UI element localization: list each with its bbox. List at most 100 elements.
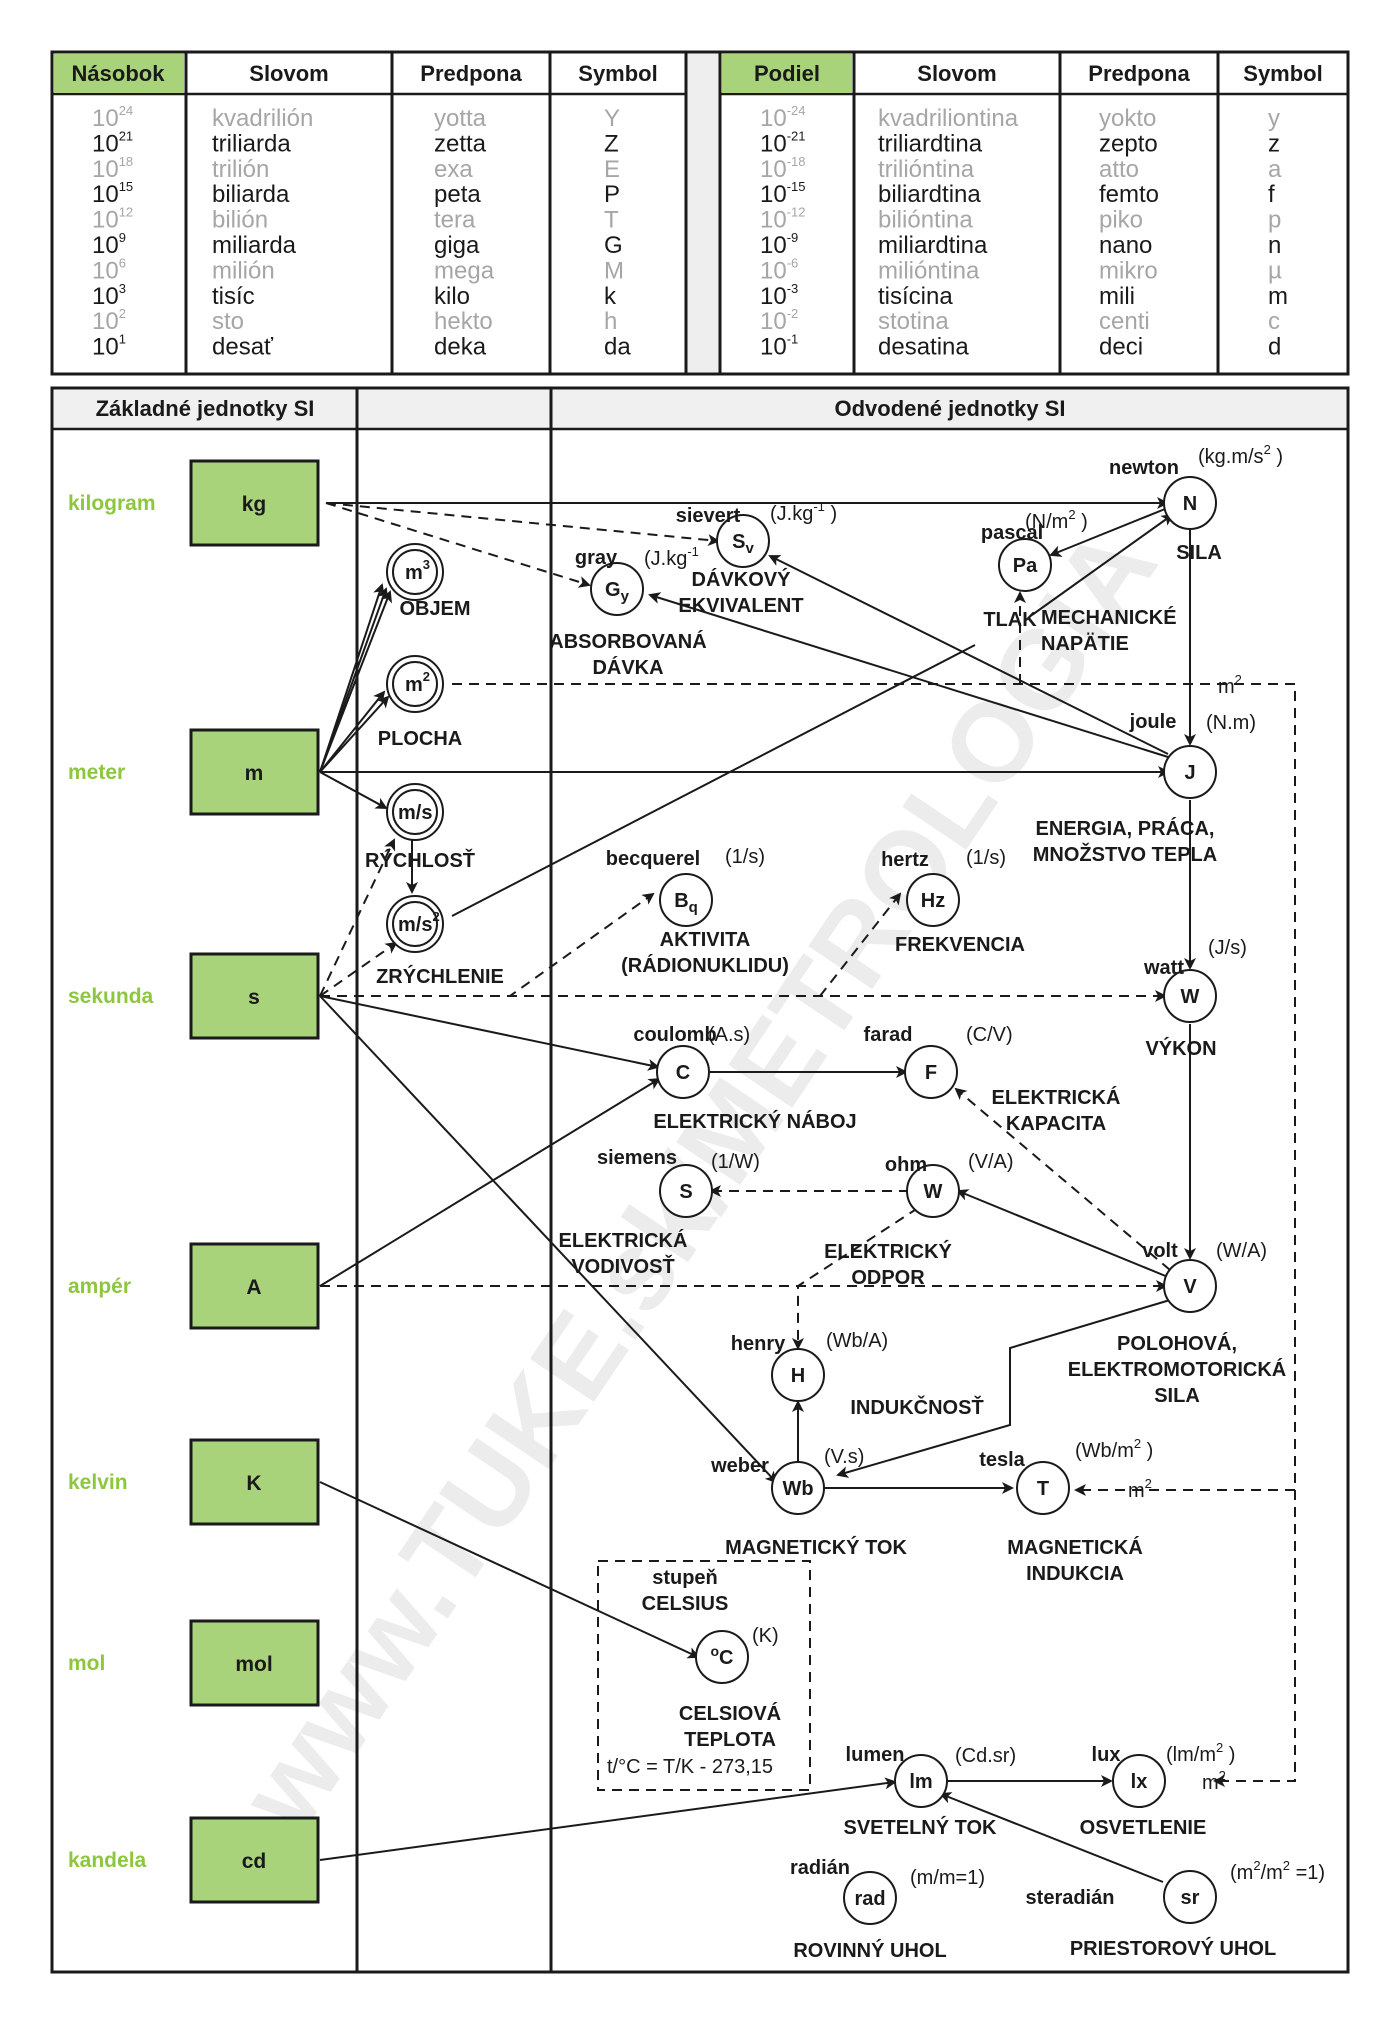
base-unit-symbol-s: s [248,986,260,1009]
node-N-name: newton [1109,457,1179,479]
fractions-row-5-power: 10-9 [760,230,798,259]
node-ms2-outer [386,895,444,953]
multiples-row-7-power: 103 [92,281,126,310]
base-unit-box-mol [189,1619,320,1707]
base-unit-name-A: ampér [68,1275,131,1298]
node-Hz-name: hertz [881,849,929,871]
node-H-symbol: H [791,1365,805,1387]
node-Hz-circle [906,873,960,927]
kg-to-Sv-arrow [325,502,720,547]
multiples-row-8-word: sto [212,308,244,335]
node-ms-caption: RÝCHLOSŤ [365,848,475,872]
node-Gy-dimension: (J.kg-1 [644,544,699,570]
node-T-dimension: (Wb/m2 ) [1075,1436,1153,1462]
base-unit-symbol-mol: mol [235,1653,272,1676]
node-Sv-dimension: (J.kg-1 ) [770,499,837,525]
base-unit-box-s [189,952,320,1040]
mechanical-stress-label-2: NAPÄTIE [1041,632,1129,655]
base-unit-symbol-K: K [246,1472,261,1495]
fractions-row-4-symbol: p [1268,207,1281,234]
multiples-header-predpona: Predpona [420,61,522,86]
fractions-row-9-power: 10-1 [760,332,798,361]
base-unit-name-cd: kandela [68,1849,147,1872]
node-C-symbol: C [676,1062,690,1084]
multiples-row-0-word: kvadrilión [212,105,313,132]
fractions-row-0-prefix: yokto [1099,105,1156,132]
celsius-box [597,1560,811,1791]
fractions-row-1-power: 10-21 [760,128,806,157]
node-lx-caption-0: OSVETLENIE [1080,1817,1207,1839]
base-unit-symbol-m: m [245,762,264,785]
multiples-row-2-power: 1018 [92,154,133,183]
node-degC-name-0: stupeň [652,1567,718,1589]
node-lx-name: lux [1092,1744,1121,1766]
node-T-symbol: T [1037,1478,1049,1500]
node-ms-outer [386,783,444,841]
node-Gy-caption-0: ABSORBOVANÁ [549,630,706,653]
base-unit-name-m: meter [68,761,125,784]
node-rad-caption-0: ROVINNÝ UHOL [793,1938,946,1962]
base-units-header: Základné jednotky SI [96,396,315,421]
node-H-circle [771,1348,825,1402]
node-ms-inner [392,789,438,835]
node-lx-dimension: (lm/m2 ) [1166,1740,1235,1766]
node-C-dimension: (A.s) [708,1024,750,1046]
node-Pa-dimension: (N/m2 ) [1025,507,1088,533]
derived-units-header: Odvodené jednotky SI [834,396,1065,421]
node-ms2-inner [392,901,438,947]
node-m3-outer [386,543,444,601]
node-Gy-symbol: Gy [605,579,630,605]
sr-to-lm-arrow [939,1792,1164,1883]
node-Sv-name: sievert [676,505,741,527]
multiples-row-7-symbol: k [604,283,617,310]
node-T-circle [1016,1461,1070,1515]
fractions-row-0-power: 10-24 [760,103,806,132]
fractions-row-1-word: triliardtina [878,130,983,157]
node-W-circle [1163,969,1217,1023]
fractions-row-6-word: milióntina [878,257,980,284]
fractions-row-5-symbol: n [1268,232,1281,259]
base-unit-box-cd [189,1816,320,1904]
fractions-row-9-word: desatina [878,334,969,361]
node-J-dimension: (N.m) [1206,712,1256,734]
multiples-header-symbol: Symbol [578,61,657,86]
fractions-row-3-power: 10-15 [760,179,806,208]
node-V-circle [1163,1259,1217,1313]
ms2-to-N-arrow [1031,513,1174,616]
multiples-row-3-prefix: peta [434,181,481,208]
base-unit-symbol-kg: kg [242,493,267,516]
node-sr-symbol: sr [1181,1887,1200,1909]
J-to-Sv-arrow [768,555,1169,755]
node-sr-dimension: (m2/m2 =1) [1230,1858,1325,1884]
units-frame: Základné jednotky SI Odvodené jednotky S… [50,386,1350,1974]
fractions-header-slovom: Slovom [917,61,996,86]
node-V-caption-0: POLOHOVÁ, [1117,1332,1237,1355]
base-unit-name-K: kelvin [68,1471,128,1494]
node-Pa-circle [998,538,1052,592]
multiples-row-6-symbol: M [604,257,624,284]
fractions-row-2-symbol: a [1268,156,1282,183]
node-Pa-name: pascal [981,522,1043,544]
node-N-dimension: (kg.m/s2 ) [1198,442,1283,468]
fractions-row-2-word: trilióntina [878,156,975,183]
intermediate-header-cell [358,390,550,428]
misc-labels: MECHANICKÉ NAPÄTIE m2 m2 m2 t/°C = T/K -… [607,606,1242,1794]
node-sr-circle [1163,1870,1217,1924]
node-lm-name: lumen [846,1744,905,1766]
node-W-dimension: (J/s) [1208,937,1247,959]
s-to-ms-arrow [319,838,396,997]
node-rad-name: radián [790,1857,850,1879]
node-J-caption-0: ENERGIA, PRÁCA, [1036,817,1215,840]
prefix-table-divider [686,54,720,372]
A-to-C-arrow [319,1077,661,1287]
node-sr-caption-0: PRIESTOROVÝ UHOL [1070,1936,1276,1960]
base-unit-name-s: sekunda [68,985,154,1008]
fractions-row-9-prefix: deci [1099,334,1143,361]
node-T-name: tesla [979,1449,1025,1471]
node-Ohm-caption-0: ELEKTRICKÝ [824,1239,952,1263]
m-to-m3-arrow-3 [319,590,392,773]
multiples-row-2-symbol: E [604,156,620,183]
